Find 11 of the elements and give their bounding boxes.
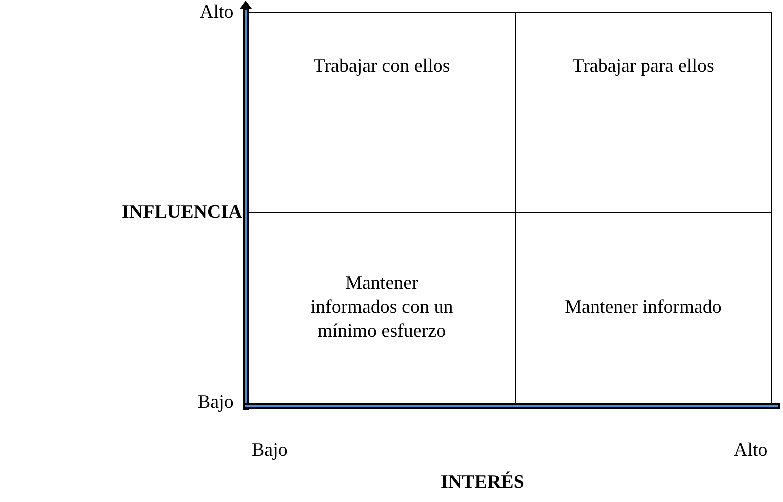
quadrant-text: Trabajar con ellos <box>314 55 450 79</box>
quadrant-text: Mantener informados con un mínimo esfuerzo <box>310 272 454 344</box>
quadrant-text: Trabajar para ellos <box>572 55 714 79</box>
axis-tick-label: Alto <box>734 440 768 462</box>
axis-title: INTERÉS <box>441 472 524 494</box>
axis-tick-label: Bajo <box>198 392 234 414</box>
axis-tick-label: Bajo <box>252 440 288 462</box>
quadrant-text: Mantener informado <box>565 296 722 320</box>
axis-title: INFLUENCIA <box>122 202 242 224</box>
quadrant-cell <box>515 12 772 213</box>
axis-tick-label: Alto <box>200 2 234 24</box>
